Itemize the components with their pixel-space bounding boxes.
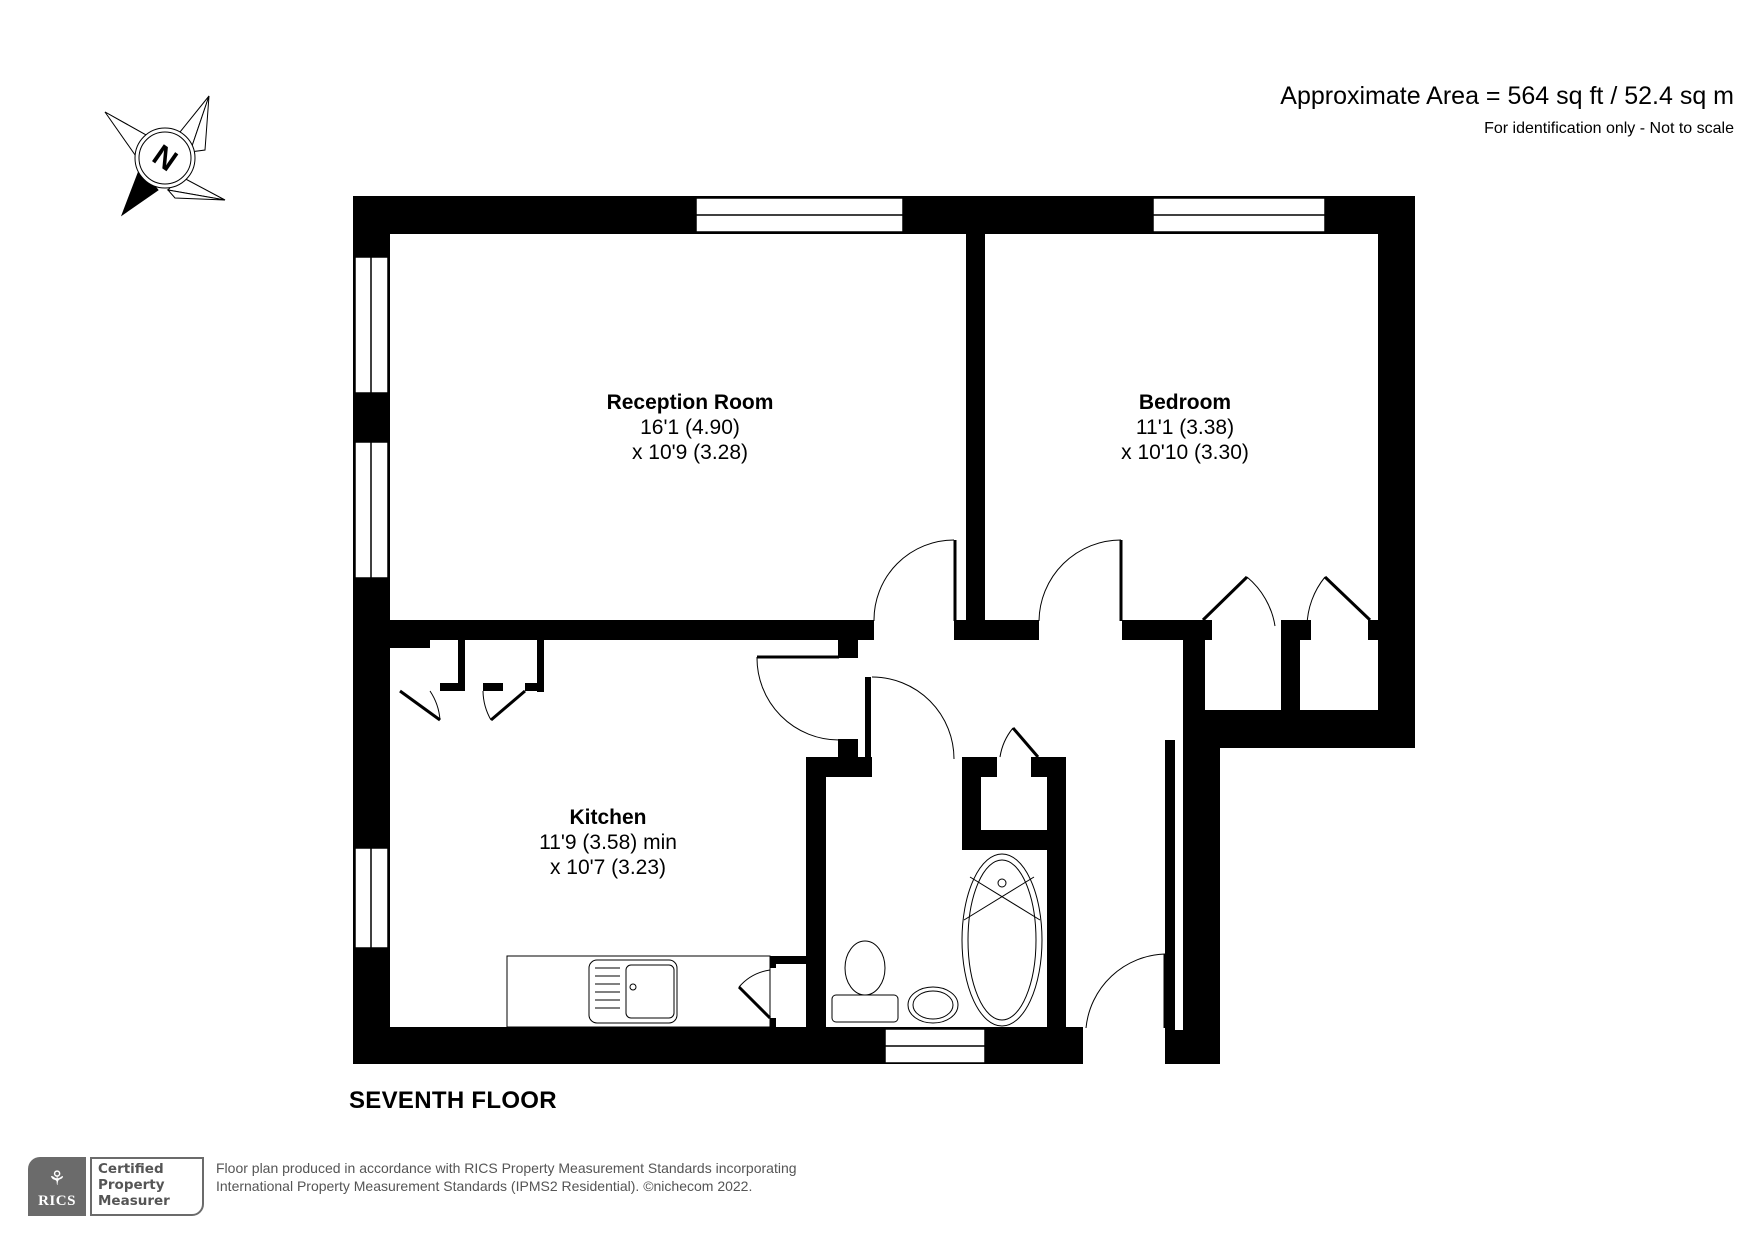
door-swings — [399, 539, 1372, 1029]
kitchen-counter — [506, 955, 771, 1028]
room-dimension: 11'9 (3.58) min — [539, 831, 677, 854]
walls — [353, 196, 1415, 1064]
room-dimension: 11'1 (3.38) — [1135, 416, 1235, 439]
north-compass-icon: N — [104, 95, 226, 217]
not-to-scale-note: For identification only - Not to scale — [1484, 120, 1734, 137]
basin — [907, 986, 959, 1024]
rics-logo: ⚘ RICS — [28, 1157, 86, 1216]
windows — [354, 197, 1326, 1064]
room-kitchen: Kitchen 11'9 (3.58) min x 10'7 (3.23) — [539, 805, 677, 880]
room-bedroom: Bedroom 11'1 (3.38) x 10'10 (3.30) — [1121, 390, 1249, 465]
room-name: Bedroom — [1138, 391, 1232, 414]
floor-label: SEVENTH FLOOR — [349, 1087, 557, 1114]
certified-measurer-text: Certified Property Measurer — [90, 1157, 204, 1216]
fixtures — [506, 853, 1043, 1028]
toilet — [844, 940, 886, 996]
room-dimension: 16'1 (4.90) — [640, 416, 740, 439]
rics-certified-badge: ⚘ RICS Certified Property Measurer — [28, 1157, 204, 1216]
rics-lion-icon: ⚘ — [48, 1168, 66, 1190]
room-dimension: x 10'10 (3.30) — [1121, 441, 1249, 464]
room-name: Kitchen — [569, 806, 647, 829]
approximate-area-title: Approximate Area = 564 sq ft / 52.4 sq m — [1280, 82, 1734, 110]
room-dimension: x 10'7 (3.23) — [549, 856, 667, 879]
room-dimension: x 10'9 (3.28) — [631, 441, 749, 464]
bath — [961, 853, 1043, 1027]
footer-disclaimer: Floor plan produced in accordance with R… — [216, 1160, 797, 1194]
room-reception: Reception Room 16'1 (4.90) x 10'9 (3.28) — [607, 390, 774, 465]
room-name: Reception Room — [606, 391, 774, 414]
sink — [588, 959, 678, 1024]
